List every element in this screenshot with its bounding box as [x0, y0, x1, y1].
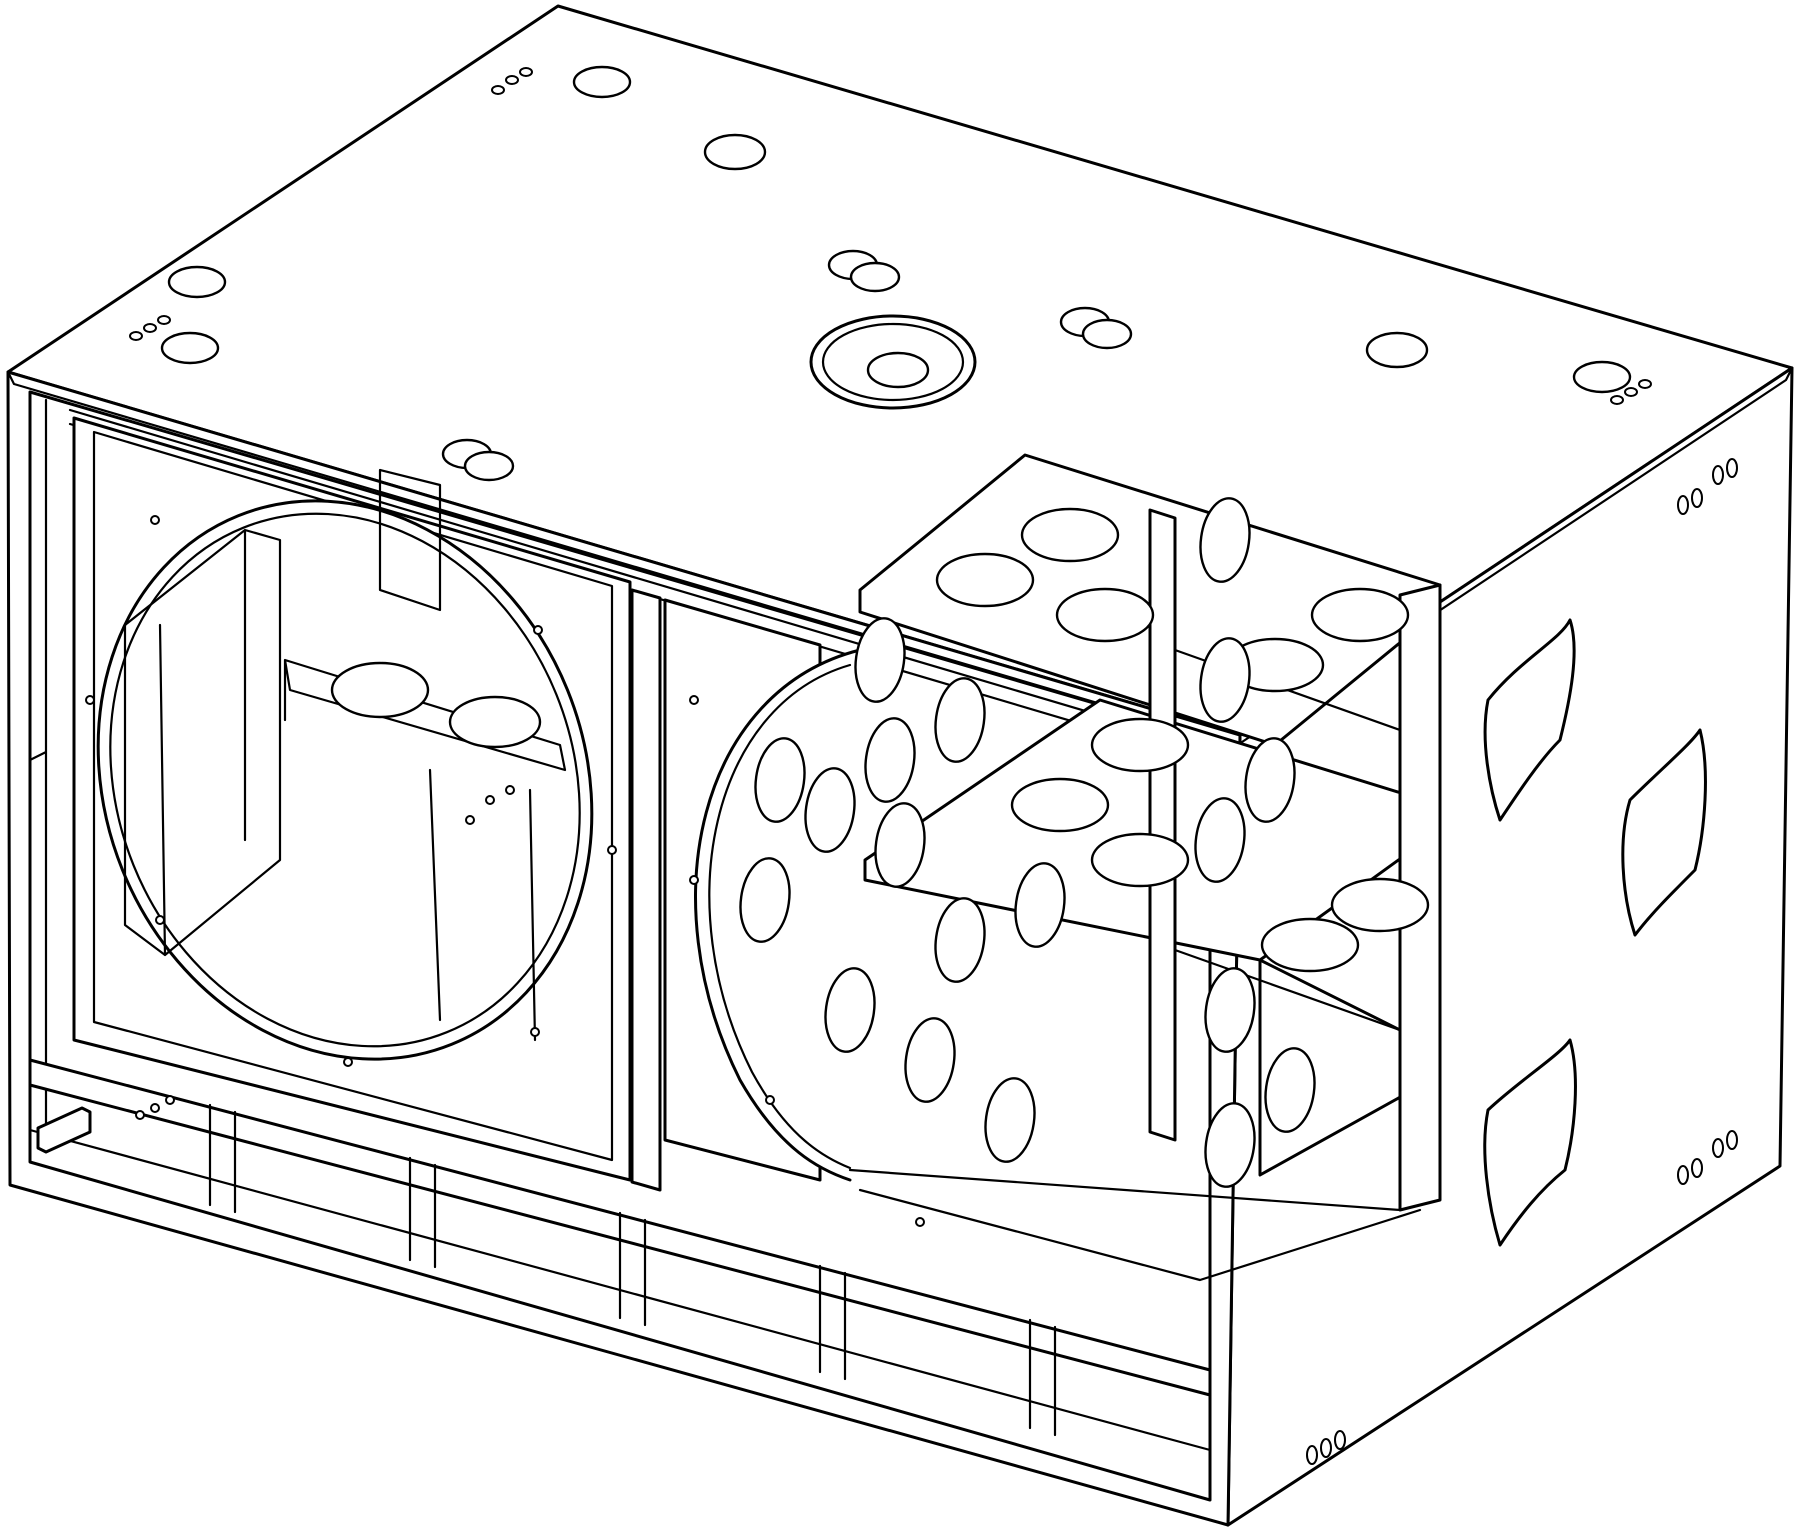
driver-cutout-right-rim [708, 663, 852, 1170]
side-dot [1712, 465, 1724, 485]
screw-hole [533, 625, 543, 635]
top-mount-center-hole [866, 351, 930, 389]
driver-cutout-left [96, 499, 594, 1061]
top-dot [157, 315, 171, 325]
shelf-port [1010, 777, 1110, 833]
handle-lower [1483, 1038, 1577, 1247]
wall-port [1014, 862, 1066, 948]
wall-port [1244, 737, 1296, 823]
shelf-port [1260, 917, 1360, 973]
top-dot [519, 67, 533, 77]
wall-port [1199, 637, 1251, 723]
screw-hole [485, 795, 495, 805]
top-dot [1638, 379, 1652, 389]
wall-port [824, 967, 876, 1053]
top-slot-hole [1081, 318, 1133, 350]
side-dot [1677, 1165, 1689, 1185]
top-hole [160, 331, 220, 365]
bottom-inner-floor [28, 1128, 1212, 1452]
wall-port [754, 737, 806, 823]
shelf-port [1330, 877, 1430, 933]
left-inner-post [378, 468, 537, 1042]
screw-hole [135, 1110, 145, 1120]
left-inner-port-2 [448, 695, 542, 749]
side-dot [1691, 488, 1703, 508]
handle-upper [1483, 618, 1576, 822]
shelf-port [1020, 507, 1120, 563]
handle-middle [1621, 728, 1707, 937]
right-chamber-floor [848, 1168, 1422, 1282]
screw-hole [150, 1103, 160, 1113]
side-dot [1726, 458, 1738, 478]
screw-hole [689, 875, 699, 885]
screw-hole [85, 695, 95, 705]
front-foot-left [36, 1106, 92, 1154]
screw-hole [915, 1217, 925, 1227]
wall-port [804, 767, 856, 853]
screw-hole [465, 815, 475, 825]
wall-port [1194, 797, 1246, 883]
wall-port [984, 1077, 1036, 1163]
wall-port [854, 617, 906, 703]
left-wall-edge [28, 390, 48, 1164]
wall-port [874, 802, 926, 888]
wall-port [1199, 497, 1251, 583]
top-dot [505, 75, 519, 85]
side-dot [1320, 1438, 1332, 1458]
screw-hole [765, 1095, 775, 1105]
screw-hole [150, 515, 160, 525]
port-grid-holes [739, 497, 1430, 1188]
shelf-port [1310, 587, 1410, 643]
wall-port [934, 897, 986, 983]
shelf-port [935, 552, 1035, 608]
top-hole [703, 133, 767, 171]
wall-port [1264, 1047, 1316, 1133]
wall-port [1204, 967, 1256, 1053]
side-dot [1334, 1430, 1346, 1450]
top-slot-hole [463, 450, 515, 482]
wall-port [904, 1017, 956, 1103]
side-dot [1691, 1158, 1703, 1178]
side-dot [1306, 1445, 1318, 1465]
screw-hole [165, 1095, 175, 1105]
bottom-brace-ribs [208, 1103, 1057, 1437]
shelf-port [1090, 832, 1190, 888]
top-hole [167, 265, 227, 299]
top-dot [491, 85, 505, 95]
port-grid-vertical-divider [1148, 508, 1177, 1142]
top-hole [572, 65, 632, 99]
side-dot [1712, 1138, 1724, 1158]
wall-port [864, 717, 916, 803]
screw-hole [505, 785, 515, 795]
driver-cutout-left-rim [109, 512, 581, 1048]
screw-hole [530, 1027, 540, 1037]
center-divider-post [630, 588, 662, 1192]
screw-hole [689, 695, 699, 705]
screw-hole [155, 915, 165, 925]
screw-hole [343, 1057, 353, 1067]
wall-port [1204, 1102, 1256, 1188]
top-hole [1572, 360, 1632, 394]
top-dot [143, 323, 157, 333]
screw-hole [607, 845, 617, 855]
fastener-holes [85, 515, 925, 1227]
left-inner-brace-block [123, 528, 282, 957]
top-dot [129, 331, 143, 341]
top-panel-holes [129, 65, 1652, 482]
side-dot [1677, 495, 1689, 515]
side-dot [1726, 1130, 1738, 1150]
top-dot [1624, 387, 1638, 397]
shelf-port [1055, 587, 1155, 643]
top-mount-ring-plate-inner [821, 322, 965, 402]
wall-port [739, 857, 791, 943]
top-hole [1365, 331, 1429, 369]
top-slot-hole [849, 261, 901, 293]
top-dot [1610, 395, 1624, 405]
left-inner-port-1 [330, 661, 430, 719]
side-panel-holes [1306, 458, 1738, 1465]
shelf-port [1090, 717, 1190, 773]
wall-port [934, 677, 986, 763]
